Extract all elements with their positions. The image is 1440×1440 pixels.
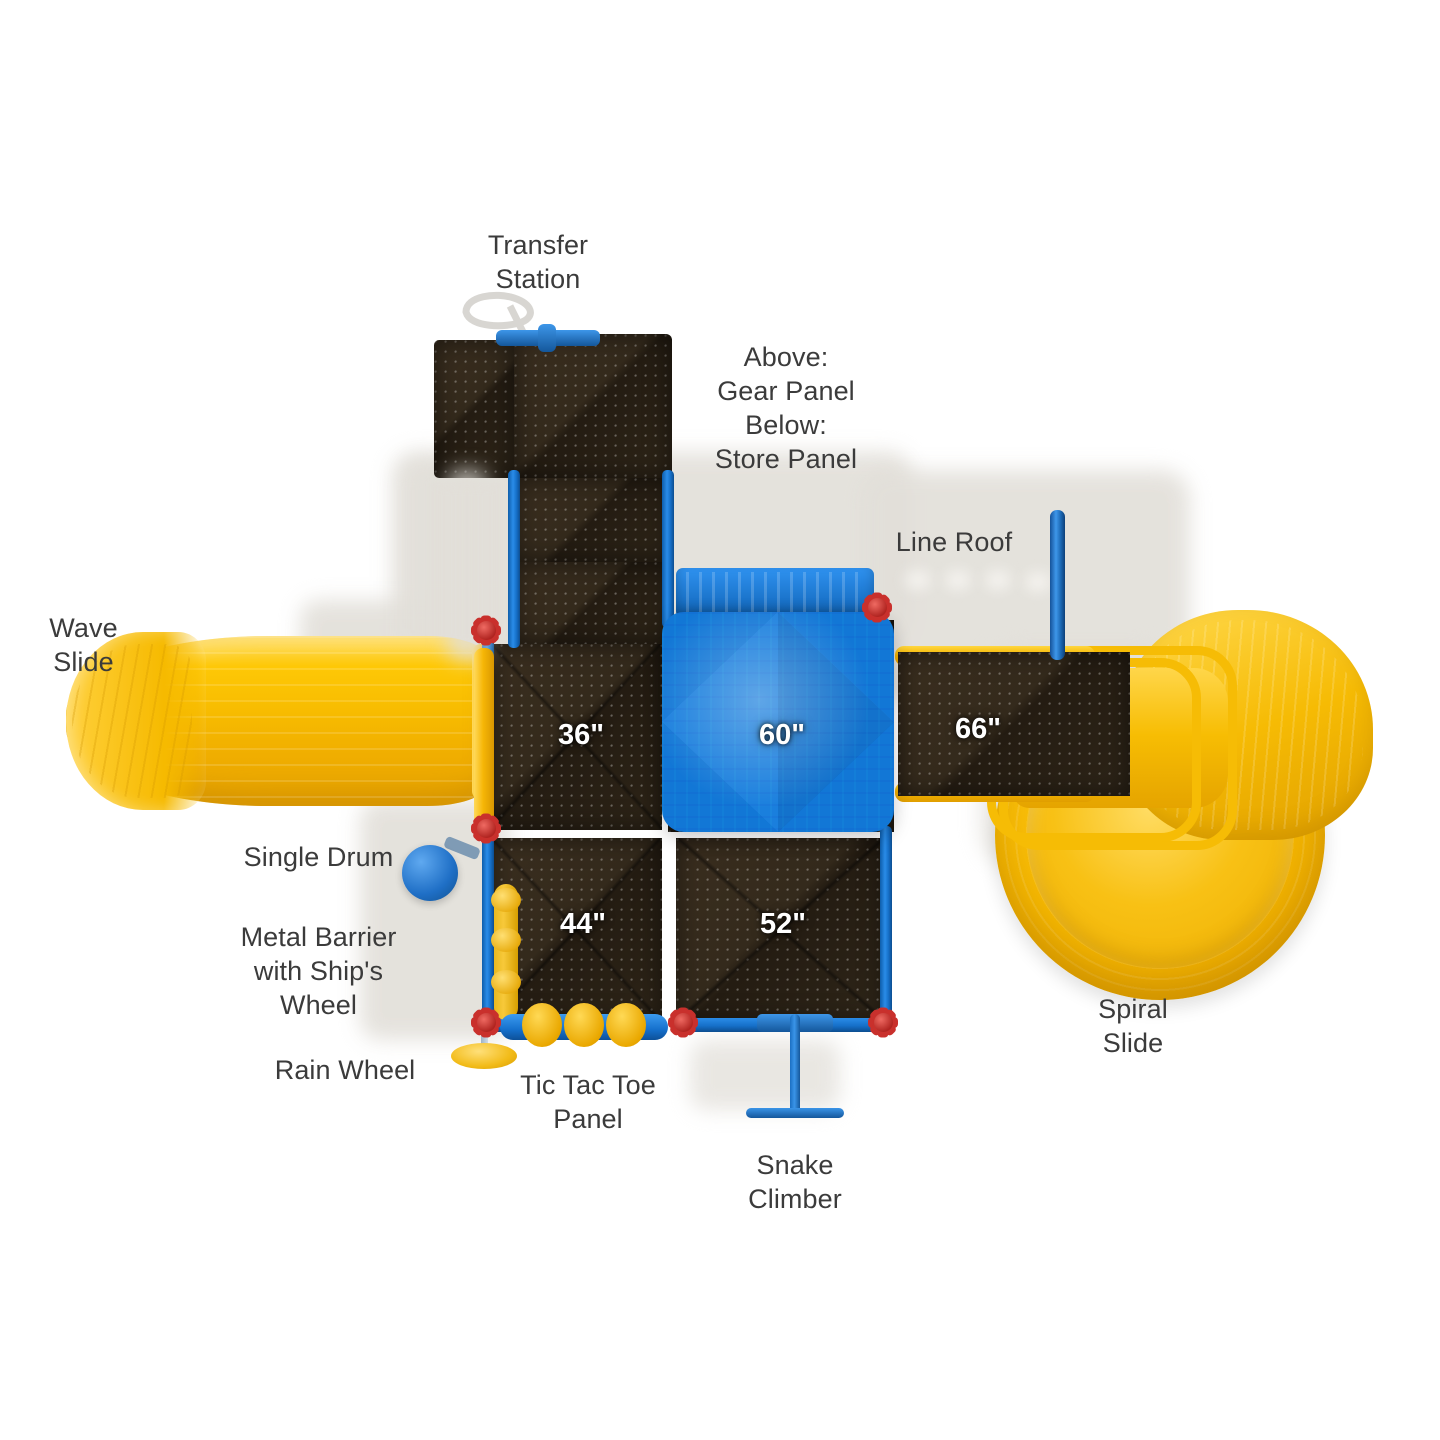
snake-climber-pole (790, 1014, 800, 1118)
callout-metal-barrier: Metal Barrier with Ship's Wheel (240, 922, 397, 1020)
rain-wheel-stem (481, 1022, 488, 1056)
deck-44 (490, 838, 662, 1024)
callout-single-drum: Single Drum (243, 842, 394, 872)
snake-climber-foot (746, 1108, 844, 1118)
tower-post-left (508, 470, 520, 648)
roof-light-1 (905, 570, 931, 590)
tower-post-right (662, 470, 674, 628)
callout-line-roof: Line Roof (895, 527, 1013, 557)
post-cap-w-mid (469, 811, 503, 845)
post-cap-nw (469, 613, 503, 647)
deck-52 (676, 838, 886, 1024)
single-drum[interactable] (402, 845, 458, 901)
callout-tic-tac-toe: Tic Tac Toe Panel (520, 1070, 656, 1134)
post-cap-s-mid (666, 1005, 700, 1039)
tower-deck-lower (514, 562, 672, 644)
metal-barrier-ships-wheel[interactable] (491, 884, 521, 1020)
ground-shadow-lower-right (690, 1040, 840, 1110)
tic-tac-toe-piece-3[interactable] (606, 1003, 646, 1047)
callout-spiral-slide: Spiral Slide (1098, 994, 1168, 1058)
ships-wheel-knob-2 (491, 928, 521, 952)
transfer-station-deck-main (514, 334, 672, 478)
tower-deck-upper (514, 478, 672, 562)
post-cap-sw (469, 1005, 503, 1039)
tic-tac-toe-panel[interactable] (500, 1003, 668, 1047)
deck-36-left-rail (474, 648, 494, 828)
deck-66 (898, 652, 1130, 796)
roof-pyramid-60 (662, 612, 894, 832)
rain-wheel[interactable] (451, 1043, 517, 1069)
transfer-station-step-nub (538, 324, 556, 352)
wave-slide[interactable] (66, 632, 486, 810)
callout-gear-store-panel: Above: Gear Panel Below: Store Panel (714, 342, 858, 474)
roof-light-4 (1025, 572, 1051, 592)
callout-snake-climber: Snake Climber (748, 1150, 842, 1214)
roof-crest-ridges (686, 572, 864, 614)
line-roof-post (1050, 510, 1065, 660)
callout-rain-wheel: Rain Wheel (274, 1055, 416, 1085)
tic-tac-toe-piece-1[interactable] (522, 1003, 562, 1047)
ships-wheel-knob-1 (491, 888, 521, 912)
roof-highlight (662, 612, 894, 832)
deck-36 (490, 644, 662, 830)
snake-climber[interactable] (740, 1014, 850, 1118)
deck-52-right-post (880, 826, 892, 1032)
post-cap-se (866, 1005, 900, 1039)
wave-slide-flare-lines (72, 644, 192, 798)
callout-transfer-station: Transfer Station (487, 230, 589, 294)
deck-left-post-lower (482, 834, 494, 1030)
ships-wheel-knob-3 (491, 970, 521, 994)
transfer-station-deck-left (434, 340, 514, 478)
roof-face-left (662, 612, 778, 832)
roof-face-right (778, 612, 894, 832)
post-cap-roof-ne (860, 590, 894, 624)
callout-wave-slide: Wave Slide (49, 613, 118, 677)
roof-crest (676, 568, 874, 618)
roof-light-3 (985, 570, 1011, 590)
tic-tac-toe-piece-2[interactable] (564, 1003, 604, 1047)
roof-texture (662, 612, 894, 832)
wave-slide-flare (66, 632, 206, 810)
roof-light-2 (945, 570, 971, 590)
